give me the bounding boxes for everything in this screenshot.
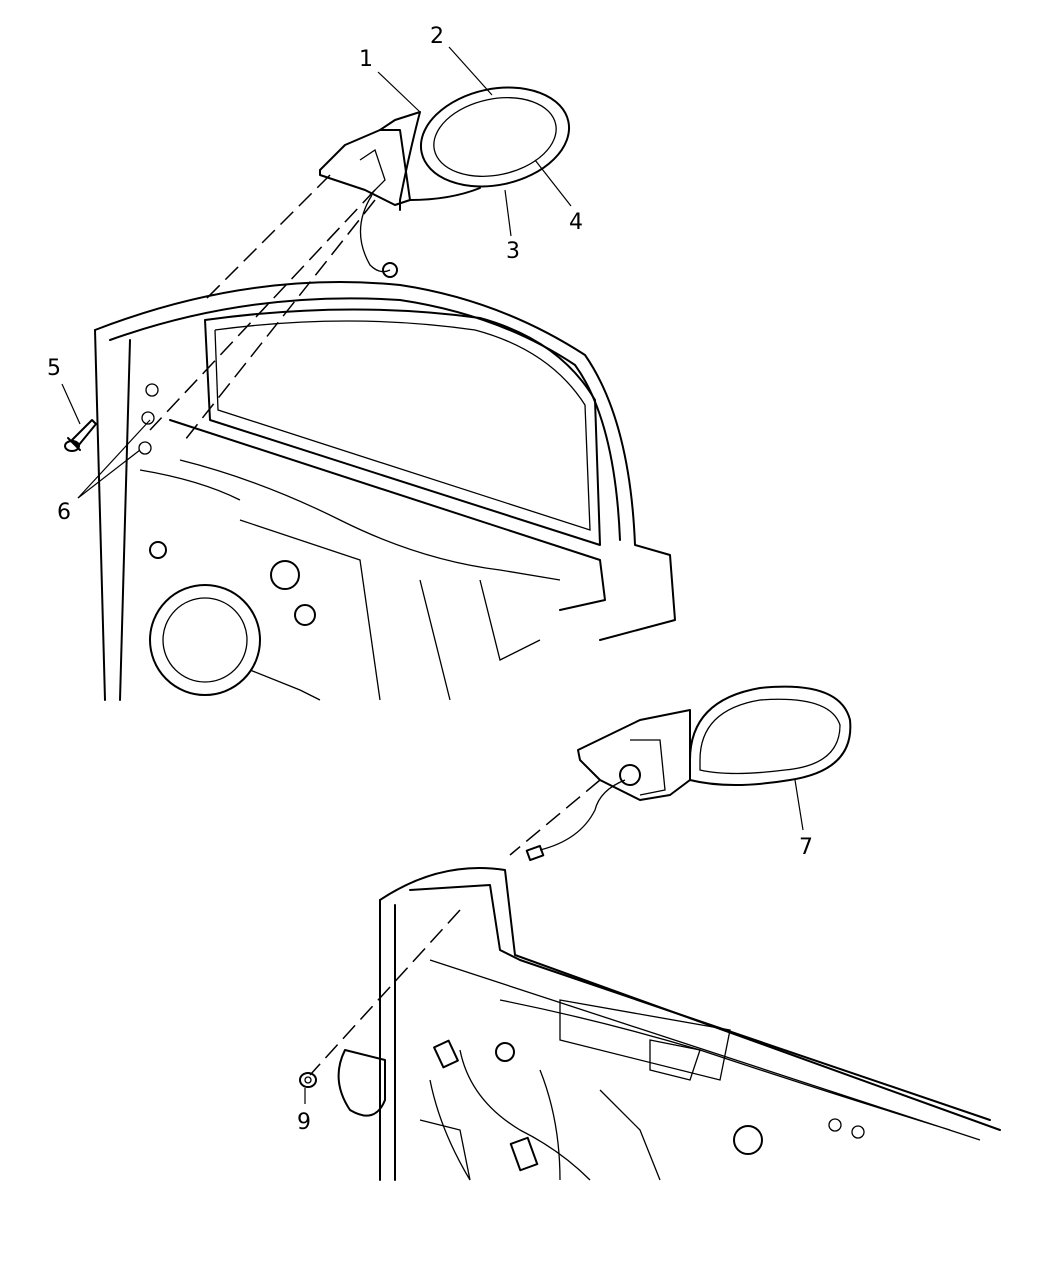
callout-3: 3 <box>506 239 520 264</box>
upper-mirror-assembly <box>319 86 571 278</box>
bolt-item-5 <box>64 419 97 452</box>
callout-6: 6 <box>57 500 71 525</box>
lower-door-frame <box>337 867 1001 1181</box>
callout-7: 7 <box>799 835 813 860</box>
callout-5: 5 <box>47 356 61 381</box>
leader-lines <box>61 46 804 1104</box>
callout-4: 4 <box>569 210 583 235</box>
callout-1: 1 <box>359 47 373 72</box>
callout-9: 9 <box>297 1110 311 1135</box>
callout-2: 2 <box>430 24 444 49</box>
lower-mirror-assembly <box>525 685 852 862</box>
upper-door-frame <box>94 281 676 701</box>
nut-item-9 <box>299 1072 317 1088</box>
